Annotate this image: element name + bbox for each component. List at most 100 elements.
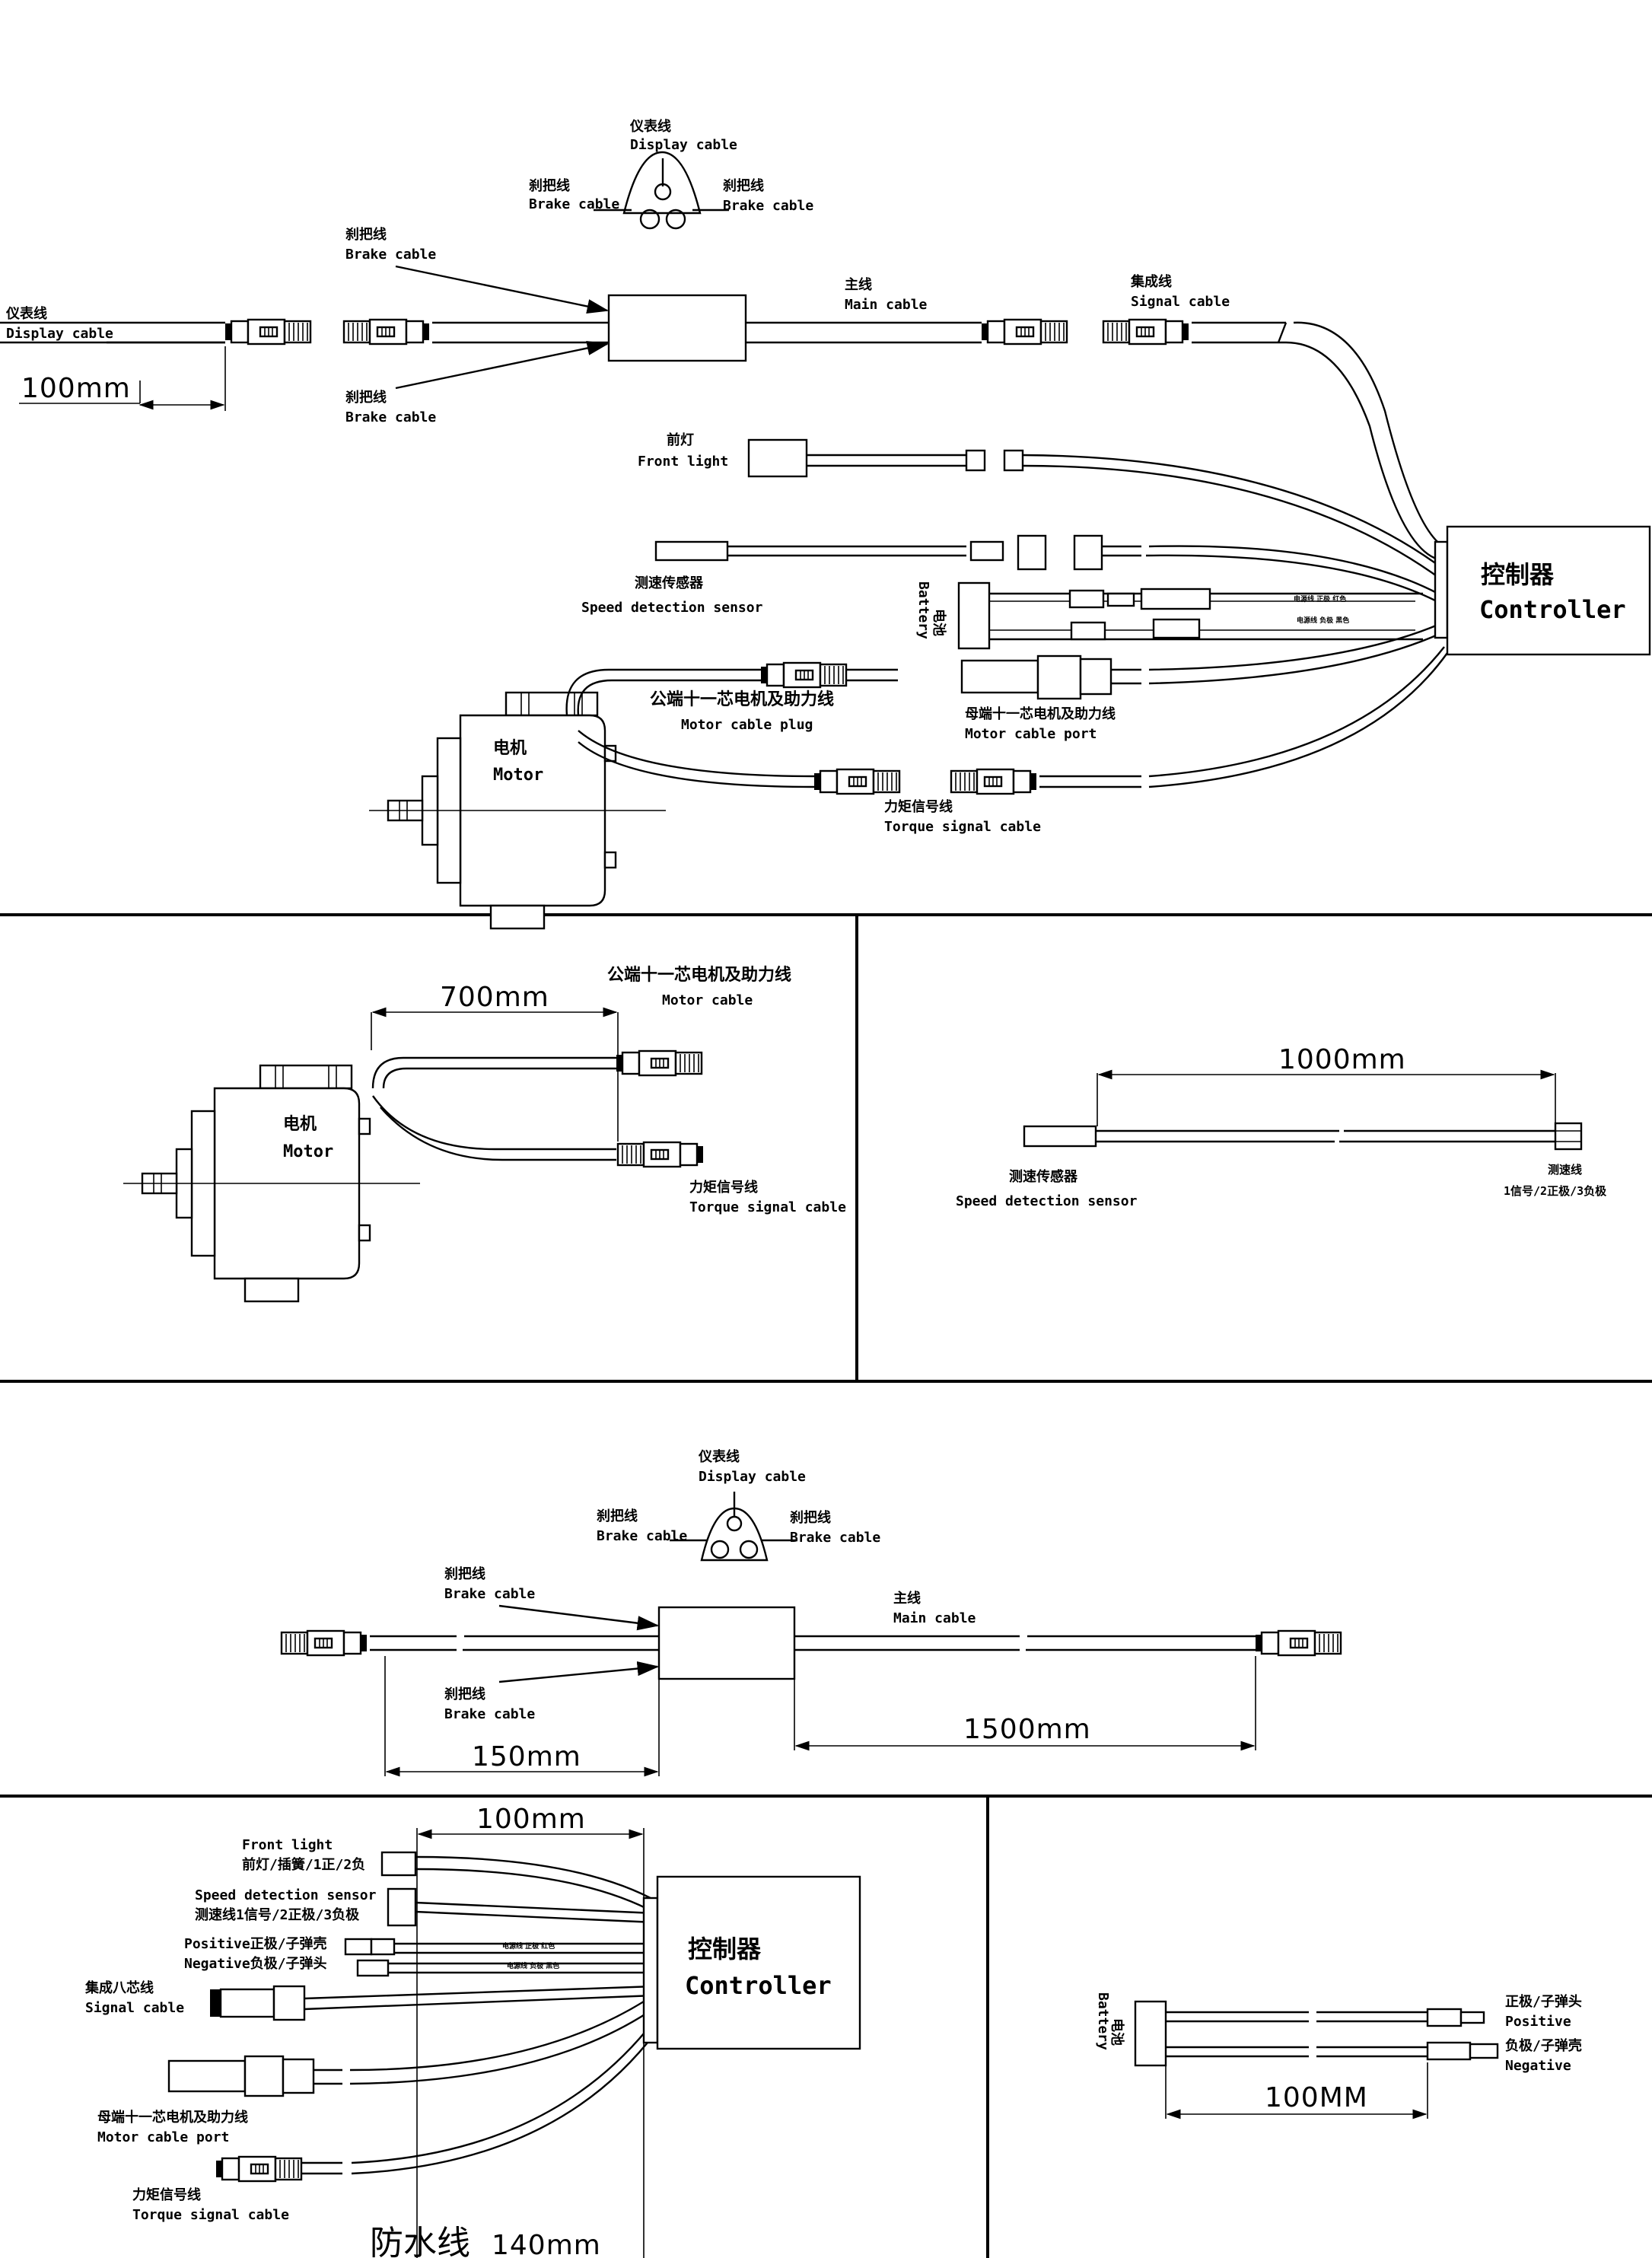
main-cable-connector [980,318,1068,346]
battery-en-top: Battery [915,581,931,639]
ctrl-batt-neg-tiny: 电源线 负极 黑色 [507,1961,559,1970]
battery-positive-cn: 正极/子弹头 [1505,1993,1582,2010]
motor-panel-cn: 电机 [283,1115,317,1134]
front-light-en: Front light [638,454,728,470]
motor-panel-torque-cn: 力矩信号线 [689,1179,758,1196]
brake-cable-top-en: Brake cable [345,247,436,263]
main2-right-connector [1254,1629,1342,1657]
display-cable-left-en: Display cable [6,326,113,342]
top-wiring-overview: 仪表线 Display cable 刹把线 Brake cable 刹把线 Br… [0,118,1651,930]
junction-box-2 [657,1606,796,1680]
battery-negative-en: Negative [1505,2058,1571,2074]
battery-cn-top: 电池 [931,609,947,636]
display-main-cable-panel: 仪表线 Display cable 刹把线 Brake cable 刹把线 Br… [280,1448,1342,1777]
display-cable-left-cn: 仪表线 [5,305,47,322]
torque-connector-left [813,768,901,795]
battery-positive-en: Positive [1505,2014,1571,2030]
ctrl-front-light-en: Front light [242,1837,333,1853]
ctrl-torque-cn: 力矩信号线 [132,2186,201,2203]
brake2-right-cn: 刹把线 [790,1509,831,1526]
ctrl-speed-cn: 测速线1信号/2正极/3负极 [195,1906,360,1923]
ctrl-motor-port-cn: 母端十一芯电机及助力线 [97,2109,248,2126]
speed-sensor-panel: 1000mm 测速传感器 Speed detection sensor 测速线 … [956,1044,1607,1209]
display2-en: Display cable [699,1469,806,1485]
display-connector-icon-2 [670,1492,797,1562]
brake2-top-en: Brake cable [444,1586,535,1602]
ctrl-speed-en: Speed detection sensor [195,1887,377,1903]
main-cable-cn: 主线 [845,276,872,293]
dim-100MM-battery: 100MM [1265,2082,1368,2113]
motor-cn-top: 电机 [493,739,527,758]
ctrl-batt-pos-tiny: 电源线 正极 红色 [502,1941,555,1951]
ctrl-positive: Positive正极/子弹壳 [184,1935,327,1952]
ctrl-controller-cn: 控制器 [688,1935,762,1963]
ctrl-torque-en: Torque signal cable [132,2207,289,2223]
display2-cn: 仪表线 [698,1448,740,1465]
ctrl-motor-port-en: Motor cable port [97,2129,229,2145]
ctrl-signal-cn: 集成八芯线 [84,1979,154,1996]
speed-sensor-en: Speed detection sensor [581,600,763,616]
dim-150mm: 150mm [472,1741,581,1772]
battery-pos-tiny-top: 电源线 正极 红色 [1294,594,1346,604]
motor-panel-torque-en: Torque signal cable [689,1199,846,1215]
brake2-bottom-en: Brake cable [444,1706,535,1722]
main2-en: Main cable [893,1610,976,1626]
ctrl-front-light-cn: 前灯/插簧/1正/2负 [242,1856,365,1873]
ctrl-signal-en: Signal cable [85,2000,184,2016]
brake2-left-cn: 刹把线 [597,1508,638,1524]
motor-panel-title-cn: 公端十一芯电机及助力线 [607,965,791,985]
speed-wire-cn: 测速线 [1548,1163,1582,1177]
battery-negative-cn: 负极/子弹壳 [1505,2037,1582,2054]
motor-en-top: Motor [493,766,543,785]
brake-cable-left-en: Brake cable [529,196,619,212]
dim-1500mm: 1500mm [963,1714,1091,1745]
display2-left-connector [280,1629,368,1657]
controller-en-top: Controller [1479,595,1626,624]
battery-block-panel [1134,2000,1167,2067]
dim-1000mm: 1000mm [1278,1044,1406,1075]
brake-cable-right-cn: 刹把线 [723,177,764,194]
controller-detail-panel: 100mm Front light 前灯/插簧/1正/2负 Speed dete… [84,1804,861,2258]
signal-cable-en: Signal cable [1131,294,1230,310]
brake-cable-top-cn: 刹把线 [345,226,387,243]
ctrl-torque-connector [215,2155,303,2183]
dim-700mm: 700mm [440,982,549,1013]
signal-cable-connector [1102,318,1190,346]
display-connector-icon [594,151,729,230]
brake-cable-bottom-cn: 刹把线 [345,389,387,406]
speed-sensor-cn: 测速传感器 [635,575,704,591]
motor-panel-title-en: Motor cable [662,992,753,1008]
main-cable-en: Main cable [845,297,928,313]
display-socket-connector [342,318,431,346]
ctrl-negative: Negative负极/子弹头 [184,1955,327,1972]
brake-cable-right-en: Brake cable [723,198,813,214]
motor-panel-plug [615,1049,703,1077]
speed-panel-en: Speed detection sensor [956,1193,1138,1209]
ctrl-controller-box [656,1875,861,2050]
display-plug-connector [224,318,312,346]
display-cable-en: Display cable [630,137,737,153]
brake2-right-en: Brake cable [790,1530,880,1546]
front-light-box [747,438,808,478]
brake2-bottom-cn: 刹把线 [444,1686,485,1702]
motor-panel-torque-connector [616,1141,705,1168]
battery-neg-tiny-top: 电源线 负极 黑色 [1297,616,1349,625]
dim-100mm-display: 100mm [21,373,131,404]
motor-plug-en: Motor cable plug [681,717,813,733]
speed-panel-cn: 测速传感器 [1009,1168,1078,1185]
motor-plug-connector-top [759,661,848,689]
brake2-top-cn: 刹把线 [444,1565,485,1582]
speed-panel-sensor-box [1023,1125,1097,1148]
torque-connector-right [950,768,1038,795]
speed-sensor-box [654,540,729,562]
battery-block-top [957,581,991,650]
junction-box [607,294,747,362]
panel-borders [0,913,1652,2258]
ctrl-waterproof-dim: 140mm [492,2230,601,2258]
main2-cn: 主线 [893,1590,921,1607]
signal-cable-cn: 集成线 [1130,273,1172,290]
battery-panel-en: Battery [1095,1992,1111,2050]
motor-cable-panel: 公端十一芯电机及助力线 Motor cable 电机 Motor 700mm 力… [122,965,846,1303]
motor-plug-cn: 公端十一芯电机及助力线 [650,690,834,709]
